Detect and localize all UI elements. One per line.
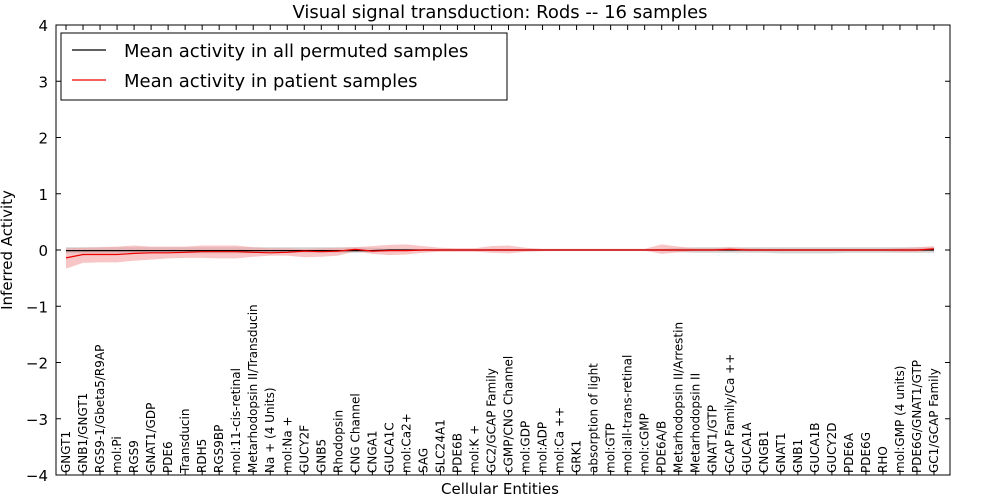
x-tick-label: CNGA1 bbox=[365, 431, 379, 474]
y-tick-label: −1 bbox=[26, 298, 48, 316]
x-tick-label: CNGB1 bbox=[757, 430, 771, 473]
x-tick-label: mol:all-trans-retinal bbox=[621, 355, 635, 473]
x-axis-label: Cellular Entities bbox=[441, 480, 559, 498]
legend-label-permuted: Mean activity in all permuted samples bbox=[124, 41, 468, 62]
x-tick-label: Na + (4 Units) bbox=[263, 387, 277, 473]
y-tick-label: 0 bbox=[38, 242, 48, 260]
x-tick-label: cGMP/CNG Channel bbox=[502, 356, 516, 473]
y-axis-label: Inferred Activity bbox=[0, 190, 16, 310]
x-tick-label: GNAT1/GTP bbox=[706, 405, 720, 473]
x-tick-label: GNB5 bbox=[314, 439, 328, 473]
x-tick-label: GC2/GCAP Family bbox=[485, 368, 499, 473]
x-tick-label: GUCA1C bbox=[382, 422, 396, 473]
patient-mean-line bbox=[65, 248, 935, 259]
x-tick-label: SAG bbox=[416, 448, 430, 473]
x-tick-label: GUCY2D bbox=[825, 423, 839, 473]
legend-box bbox=[60, 32, 508, 101]
x-tick-label: GNB1/GNGT1 bbox=[76, 393, 90, 473]
y-tick-label: 3 bbox=[38, 73, 48, 91]
x-tick-label: CNG Channel bbox=[348, 393, 362, 473]
x-tick-label: GC1/GCAP Family bbox=[927, 368, 941, 473]
x-tick-label: GUCY2F bbox=[297, 425, 311, 473]
x-tick-label: mol:GDP bbox=[519, 421, 533, 473]
x-tick-label: GUCA1A bbox=[740, 422, 754, 473]
x-tick-label: PDE6G bbox=[859, 432, 873, 473]
plot-area bbox=[65, 244, 935, 269]
x-tick-label: SLC24A1 bbox=[433, 419, 447, 473]
x-tick-label: PDE6 bbox=[161, 441, 175, 473]
x-tick-label: mol:GMP (4 units) bbox=[893, 366, 907, 473]
x-tick-label: GNAT1 bbox=[774, 432, 788, 473]
x-tick-label: RGS9-1/Gbeta5/R9AP bbox=[93, 345, 107, 473]
x-tick-label: absorption of light bbox=[587, 363, 601, 473]
x-tick-label: Metarhodopsin II/Transducin bbox=[246, 304, 260, 473]
y-tick-label: −2 bbox=[26, 355, 48, 373]
x-tick-label: Metarhodopsin II bbox=[689, 373, 703, 473]
x-tick-label: RHO bbox=[876, 446, 890, 473]
x-tick-label: RGS9 bbox=[127, 440, 141, 473]
legend: Mean activity in all permuted samples Me… bbox=[60, 32, 508, 101]
x-tick-label: GNGT1 bbox=[59, 431, 73, 473]
x-tick-label: PDE6B bbox=[451, 433, 465, 473]
x-tick-label: Rhodopsin bbox=[331, 410, 345, 473]
legend-label-patient: Mean activity in patient samples bbox=[124, 71, 418, 92]
y-tick-label: 1 bbox=[38, 186, 48, 204]
x-tick-label: mol:Ca ++ bbox=[553, 407, 567, 473]
x-tick-label: PDE6A/B bbox=[655, 421, 669, 473]
y-tick-label: 4 bbox=[38, 17, 48, 35]
x-tick-label: RDH5 bbox=[195, 439, 209, 473]
x-tick-label: mol:K + bbox=[468, 425, 482, 473]
x-tick-label: GNB1 bbox=[791, 439, 805, 473]
chart-title: Visual signal transduction: Rods -- 16 s… bbox=[292, 2, 707, 23]
x-tick-label: mol:GTP bbox=[604, 423, 618, 473]
x-tick-label: RGS9BP bbox=[212, 425, 226, 473]
y-tick-label: 2 bbox=[38, 130, 48, 148]
x-tick-label: PDE6G/GNAT1/GTP bbox=[910, 360, 924, 473]
x-tick-label: mol:Na + bbox=[280, 416, 294, 473]
x-tick-label: mol:Pi bbox=[110, 436, 124, 473]
x-tick-label: GRK1 bbox=[570, 440, 584, 473]
x-tick-label: GNAT1/GDP bbox=[144, 403, 158, 473]
x-tick-label: PDE6A bbox=[842, 432, 856, 473]
y-tick-label: −4 bbox=[26, 467, 48, 485]
x-tick-label: mol:ADP bbox=[536, 422, 550, 473]
x-tick-label: Metarhodopsin II/Arrestin bbox=[672, 322, 686, 473]
x-tick-label: mol:cGMP bbox=[638, 413, 652, 473]
x-tick-label: mol:11-cis-retinal bbox=[229, 368, 243, 473]
x-tick-label: mol:Ca2+ bbox=[399, 413, 413, 473]
x-tick-label: Transducin bbox=[178, 409, 192, 474]
x-tick-label: GCAP Family/Ca ++ bbox=[723, 354, 737, 473]
x-tick-label: GUCA1B bbox=[808, 422, 822, 473]
y-tick-label: −3 bbox=[26, 411, 48, 429]
